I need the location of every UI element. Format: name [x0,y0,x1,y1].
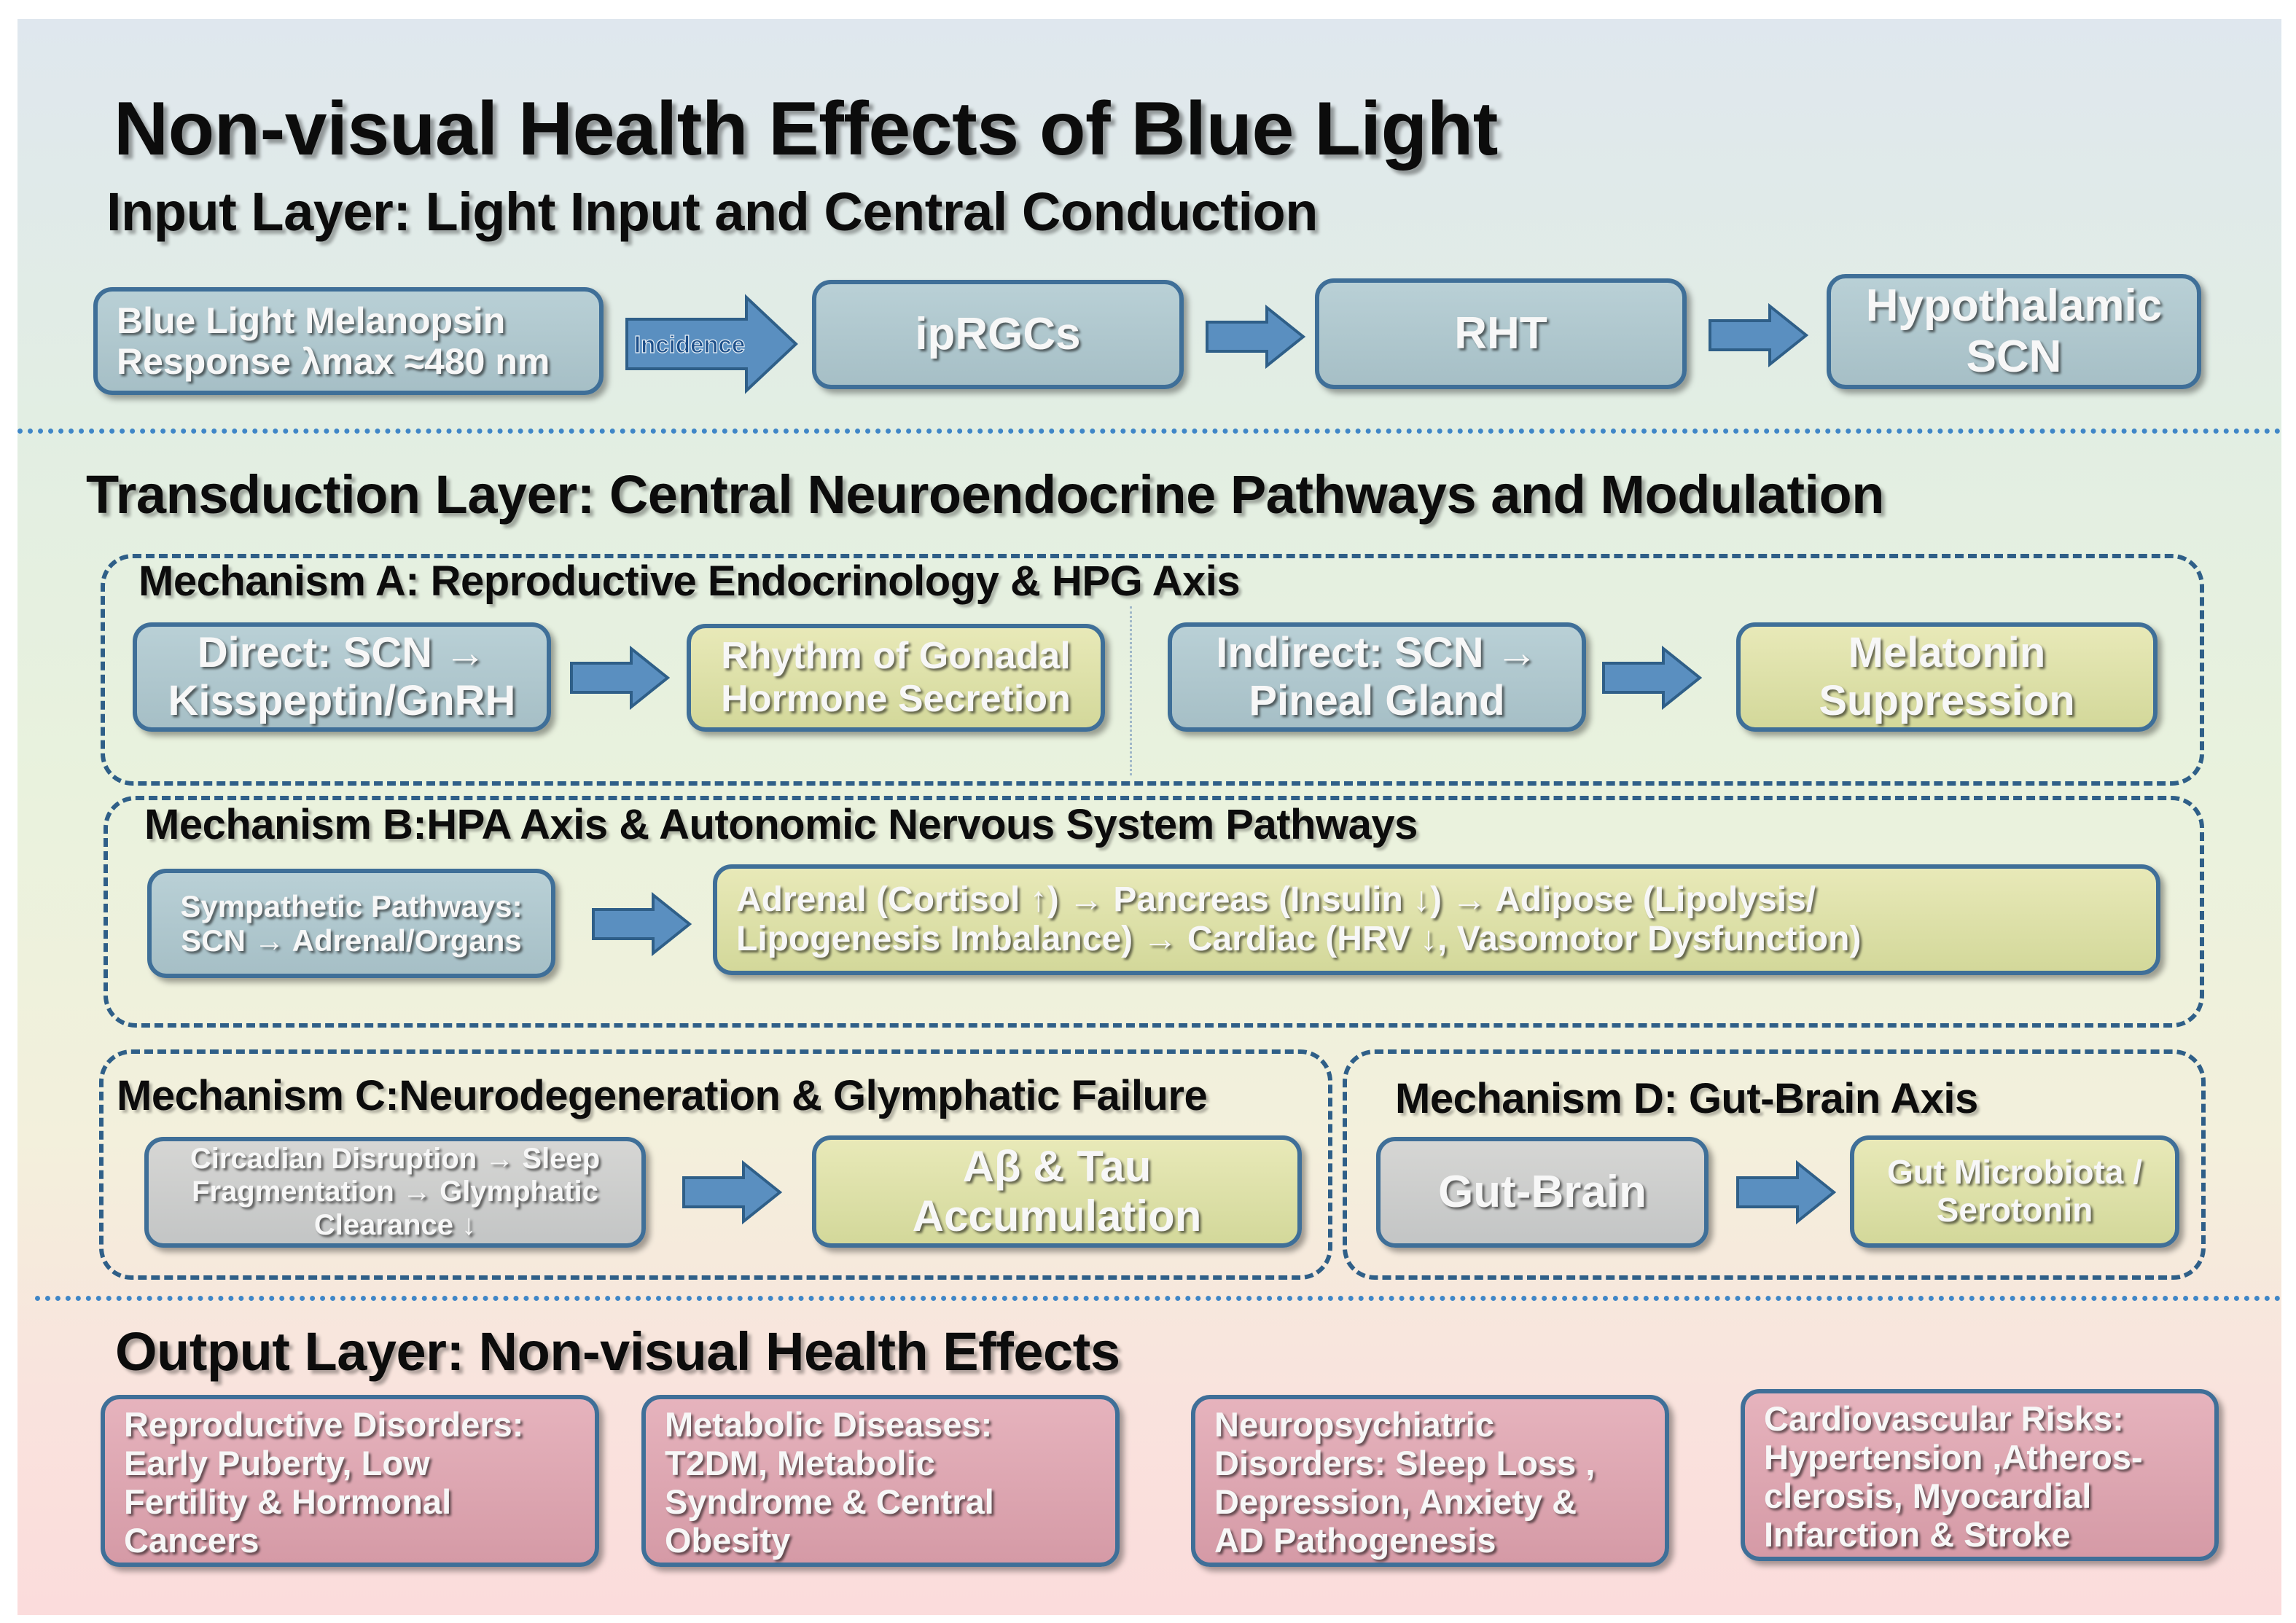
mechanism-a-title: Mechanism A: Reproductive Endocrinology … [138,558,1241,605]
mechanism-c-panel [99,1049,1332,1280]
incidence-arrow-label: Incidence [634,331,745,358]
sympathetic-pathways-box: Sympathetic Pathways: SCN → Adrenal/Orga… [147,869,555,978]
metabolic-diseases-box: Metabolic Diseases: T2DM, Metabolic Synd… [641,1395,1120,1567]
abeta-tau-accumulation-box: Aβ & Tau Accumulation [812,1135,1302,1248]
reproductive-disorders-box: Reproductive Disorders: Early Puberty, L… [101,1395,599,1567]
arrow-direct-to-gonadal [570,645,671,711]
arrow-rht-to-scn [1709,302,1809,368]
arrow-iprgcs-to-rht [1206,304,1306,369]
organ-effects-box: Adrenal (Cortisol ↑) → Pancreas (Insulin… [713,864,2160,975]
arrow-disruption-to-accumulation [682,1159,783,1225]
neuropsychiatric-disorders-box: Neuropsychiatric Disorders: Sleep Loss ,… [1191,1395,1669,1567]
rht-box: RHT [1315,278,1687,389]
mechanism-a-panel [101,554,2204,786]
mechanism-b-panel [104,796,2204,1028]
melatonin-suppression-box: Melatonin Suppression [1736,622,2158,732]
input-layer-title: Input Layer: Light Input and Central Con… [106,181,1318,242]
arrow-gut-brain-to-microbiota [1736,1159,1837,1225]
divider-transduction-output [35,1296,2281,1301]
cardiovascular-risks-box: Cardiovascular Risks: Hypertension ,Athe… [1741,1389,2219,1561]
gut-microbiota-serotonin-box: Gut Microbiota / Serotonin [1850,1135,2179,1248]
indirect-scn-pineal-box: Indirect: SCN → Pineal Gland [1168,622,1586,732]
diagram-canvas: Non-visual Health Effects of Blue Light … [17,19,2281,1615]
iprgcs-box: ipRGCs [812,280,1184,389]
blue-light-source-box: Blue Light Melanopsin Response λmax ≈480… [93,287,604,395]
circadian-disruption-box: Circadian Disruption → Sleep Fragmentati… [144,1137,646,1248]
incidence-arrow: Incidence [625,294,798,394]
hypothalamic-scn-box: Hypothalamic SCN [1827,274,2201,389]
output-layer-title: Output Layer: Non-visual Health Effects [115,1321,1120,1382]
mechanism-d-title: Mechanism D: Gut-Brain Axis [1395,1075,1978,1122]
mechanism-a-separator [1130,606,1132,775]
diagram-title: Non-visual Health Effects of Blue Light [114,87,1498,171]
direct-scn-kisspeptin-box: Direct: SCN → Kisspeptin/GnRH [133,622,551,732]
arrow-indirect-to-melatonin [1602,645,1703,711]
mechanism-d-panel [1343,1049,2206,1280]
mechanism-c-title: Mechanism C:Neurodegeneration & Glymphat… [117,1072,1208,1119]
gonadal-hormone-rhythm-box: Rhythm of Gonadal Hormone Secretion [687,624,1105,732]
divider-input-transduction [17,429,2281,434]
arrow-sympathetic-to-organs [592,891,692,957]
transduction-layer-title: Transduction Layer: Central Neuroendocri… [86,464,1884,525]
mechanism-b-title: Mechanism B:HPA Axis & Autonomic Nervous… [144,801,1418,848]
gut-brain-box: Gut-Brain [1376,1137,1709,1248]
